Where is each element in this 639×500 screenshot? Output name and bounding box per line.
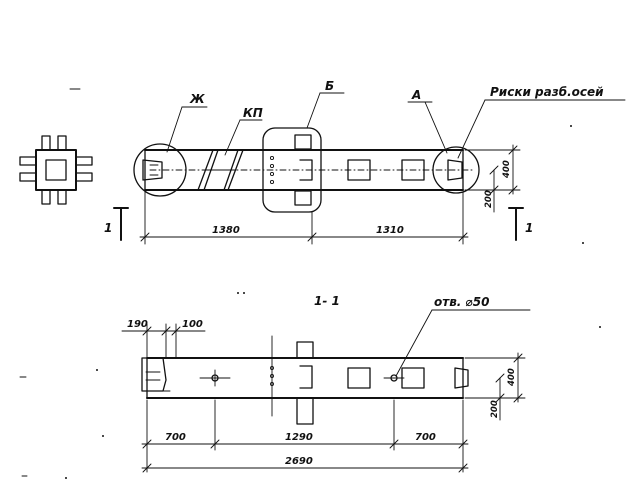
svg-text:1: 1 xyxy=(104,221,112,235)
label-a: А xyxy=(411,88,421,102)
section-title: 1- 1 xyxy=(314,294,340,308)
dimensions-section: 190 100 700 1290 700 2690 400 200 xyxy=(121,319,526,473)
label-b: Б xyxy=(325,79,334,93)
dim-1380: 1380 xyxy=(212,225,240,236)
end-view-cross-section xyxy=(19,135,93,205)
dim-400-top: 400 xyxy=(502,160,512,179)
plan-view xyxy=(133,127,480,213)
dim-1290: 1290 xyxy=(285,432,313,443)
dim-700-right: 700 xyxy=(415,432,436,443)
section-1-1-view xyxy=(141,335,469,425)
dim-100: 100 xyxy=(182,319,203,330)
leaders-top: Ж КП Б А Риски разб.осей xyxy=(166,79,626,159)
dim-200-section: 200 xyxy=(490,400,500,418)
hole-leader: отв. ⌀50 xyxy=(395,295,531,377)
dimensions-plan-view: 1380 1310 400 200 xyxy=(139,144,521,245)
dim-400-section: 400 xyxy=(507,368,517,387)
dim-2690: 2690 xyxy=(285,456,313,467)
dim-700-left: 700 xyxy=(165,432,186,443)
label-zh: Ж xyxy=(189,92,205,106)
svg-text:1: 1 xyxy=(525,221,533,235)
label-kp: КП xyxy=(243,106,263,120)
label-axis-marks: Риски разб.осей xyxy=(490,85,604,99)
dim-190: 190 xyxy=(127,319,148,330)
dim-200-top: 200 xyxy=(484,190,494,208)
section-marker-right: 1 xyxy=(508,207,533,241)
dim-1310: 1310 xyxy=(376,225,404,236)
section-marker-left: 1 xyxy=(104,207,129,241)
label-hole: отв. ⌀50 xyxy=(434,295,489,309)
